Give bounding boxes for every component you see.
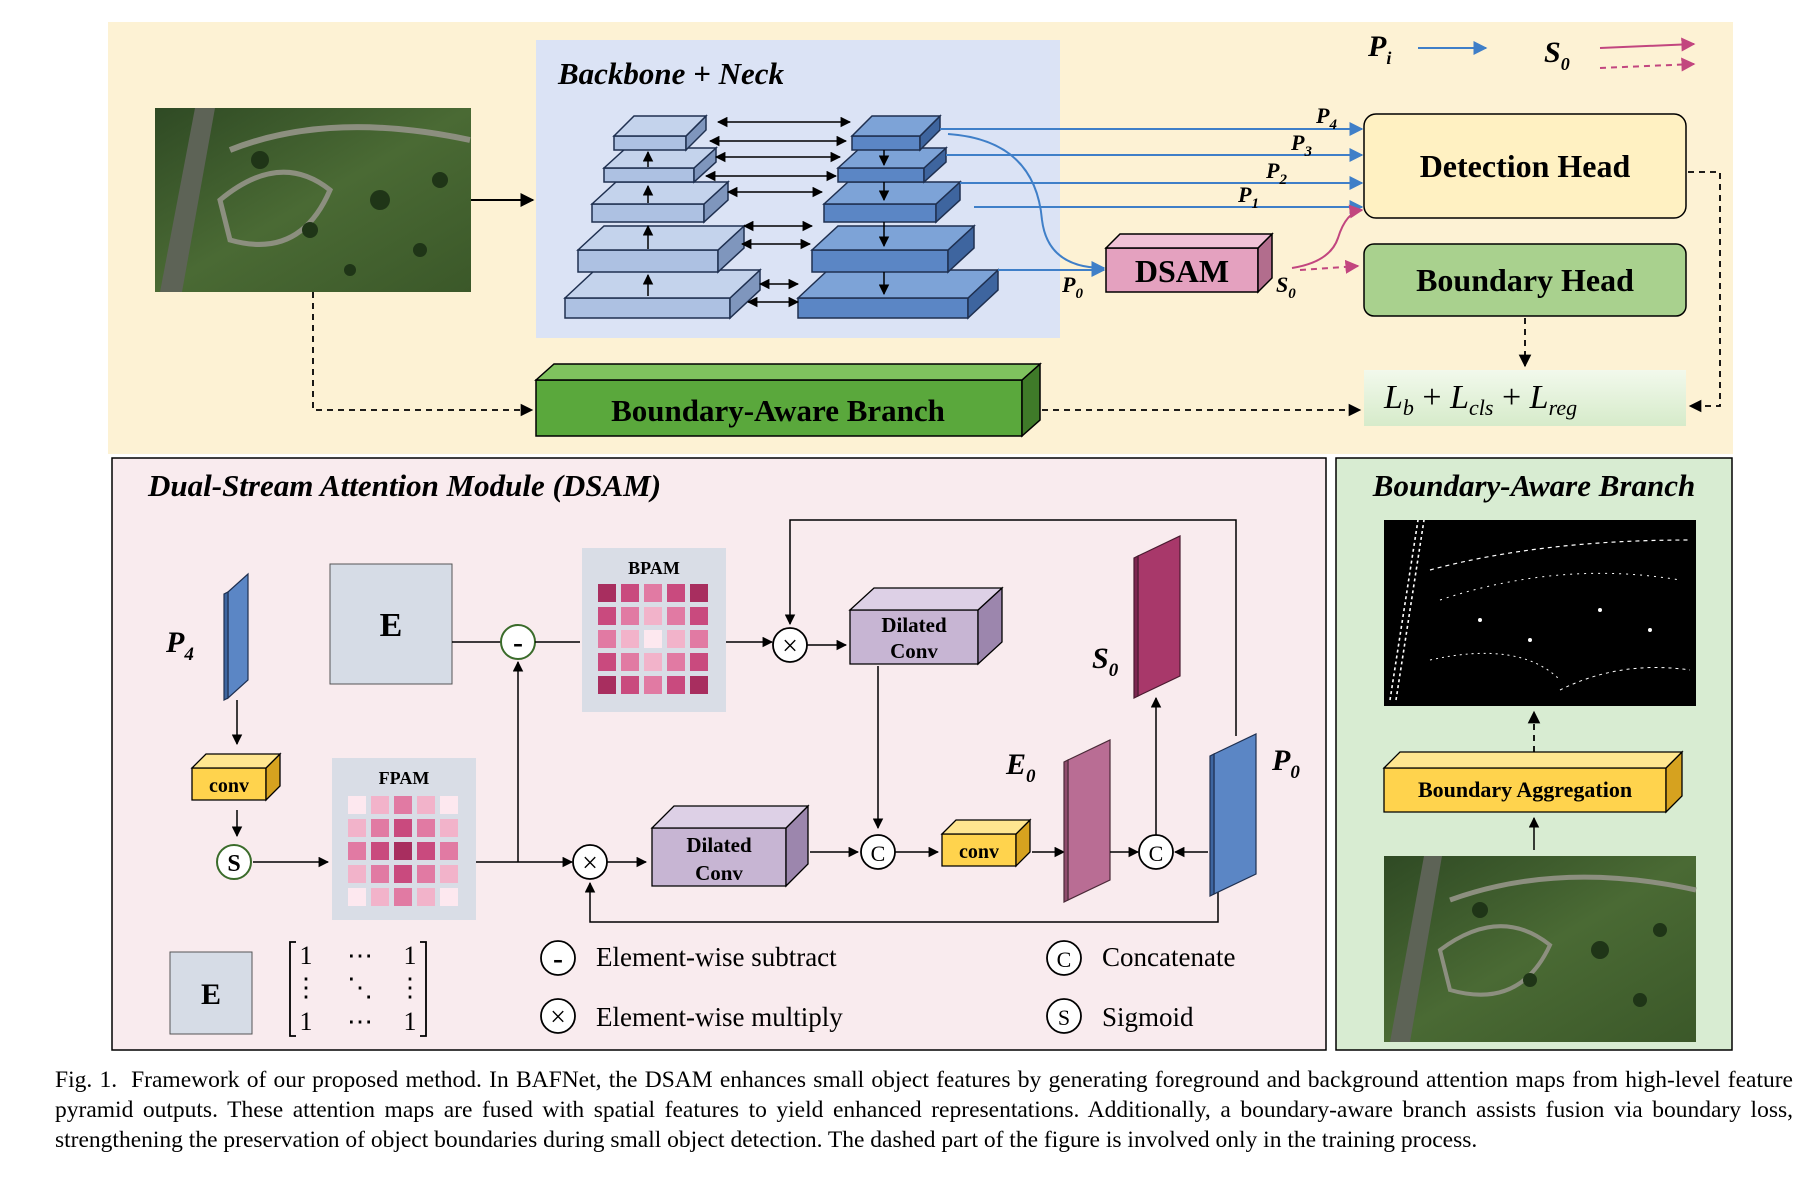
dilated-bottom-line2: Conv <box>695 861 743 885</box>
conv-label-2: conv <box>959 841 999 863</box>
boundary-panel-title: Boundary-Aware Branch <box>1372 468 1695 503</box>
loss-box <box>1364 370 1686 426</box>
e0-feature <box>1063 739 1111 903</box>
p4-label: P4 <box>165 626 194 665</box>
dilated-conv-bottom <box>650 804 810 888</box>
backbone-pyramid <box>563 114 762 320</box>
bpam-grid <box>598 584 708 694</box>
s0-label: S0 <box>1092 642 1119 681</box>
boundary-head-label: Boundary Head <box>1416 262 1634 298</box>
aerial-image-small <box>1384 856 1697 1042</box>
aerial-image <box>155 108 471 292</box>
legend-subtract-icon <box>540 940 576 976</box>
multiply-symbol-bottom: × <box>582 848 598 879</box>
label-p2: P2 <box>1265 158 1287 188</box>
boundary-map <box>1384 519 1696 706</box>
matrix-r2c2: ⋱ <box>347 973 373 1002</box>
caption-text: Framework of our proposed method. In BAF… <box>55 1067 1793 1153</box>
legend-sigmoid-icon <box>1046 998 1082 1034</box>
fpam-grid <box>348 796 458 906</box>
detection-head-label: Detection Head <box>1420 148 1631 184</box>
boundary-aggregation-block <box>1382 750 1684 814</box>
label-s0-top: S0 <box>1276 272 1296 302</box>
legend-pi: Pi <box>1367 30 1391 68</box>
dsam-label: DSAM <box>1135 253 1229 289</box>
matrix-r1c3: 1 <box>404 941 417 970</box>
legend-sigmoid-text: Sigmoid <box>1102 1002 1194 1032</box>
legend-multiply-icon <box>540 998 576 1034</box>
legend-multiply-text: Element-wise multiply <box>596 1002 843 1032</box>
label-p4: P4 <box>1315 103 1337 133</box>
subtract-symbol: - <box>513 626 523 659</box>
legend-s0: S0 <box>1544 36 1570 74</box>
loss-expression: Lb + Lcls + Lreg <box>1383 379 1577 420</box>
matrix-bracket-left <box>289 941 296 1037</box>
figure-caption: Fig. 1.Framework of our proposed method.… <box>55 1065 1793 1155</box>
framework-diagram: Backbone + Neck <box>108 22 1733 1051</box>
legend-concat-icon <box>1046 940 1082 976</box>
legend-subtract-text: Element-wise subtract <box>596 942 837 972</box>
dsam-panel-title: Dual-Stream Attention Module (DSAM) <box>147 468 661 503</box>
s0-feature <box>1133 535 1181 699</box>
p0-label: P0 <box>1271 744 1300 783</box>
e-block-label: E <box>380 607 403 644</box>
label-p3: P3 <box>1290 130 1312 160</box>
neck-pyramid <box>796 114 1000 320</box>
boundary-head <box>1363 243 1687 317</box>
label-p1: P1 <box>1237 182 1259 212</box>
p4-feature <box>223 572 249 701</box>
e-matrix-label: E <box>201 978 221 1011</box>
matrix-r1c2: ⋯ <box>347 941 373 970</box>
backbone-title: Backbone + Neck <box>557 56 785 91</box>
p0-feature <box>1209 733 1257 897</box>
dilated-top-line2: Conv <box>890 639 938 663</box>
sigmoid-node <box>216 844 252 880</box>
caption-label: Fig. 1. <box>55 1067 118 1093</box>
fpam-label: FPAM <box>379 768 430 788</box>
boundary-aggregation-label: Boundary Aggregation <box>1418 777 1632 802</box>
e0-label: E0 <box>1005 748 1036 787</box>
dilated-conv-top <box>848 586 1004 666</box>
legend-concat-symbol: C <box>1057 947 1072 972</box>
boundary-branch-label: Boundary-Aware Branch <box>611 393 945 428</box>
bpam-label: BPAM <box>628 558 680 578</box>
multiply-symbol-top: × <box>782 631 798 662</box>
matrix-r2c3: ⋮ <box>397 973 423 1002</box>
concat-symbol-2: C <box>1149 841 1164 866</box>
e-matrix-block <box>169 951 253 1035</box>
dsam-box <box>1104 232 1274 294</box>
sigmoid-symbol: S <box>227 851 240 877</box>
dilated-bottom-line1: Dilated <box>686 833 752 857</box>
matrix-r3c2: ⋯ <box>347 1007 373 1036</box>
e-block <box>329 563 453 685</box>
conv-block-1 <box>190 752 282 802</box>
matrix-bracket-right <box>420 941 427 1037</box>
legend-concat-text: Concatenate <box>1102 942 1235 972</box>
matrix-r2c1: ⋮ <box>293 973 319 1002</box>
matrix-r3c3: 1 <box>404 1007 417 1036</box>
legend-sigmoid-symbol: S <box>1058 1005 1070 1030</box>
detection-head <box>1363 113 1687 219</box>
matrix-r1c1: 1 <box>300 941 313 970</box>
dilated-top-line1: Dilated <box>881 613 947 637</box>
conv-label-1: conv <box>209 775 249 797</box>
concat-symbol-1: C <box>871 841 886 866</box>
conv-block-2 <box>940 818 1032 868</box>
legend-multiply-symbol: × <box>550 1002 566 1033</box>
label-p0-top: P0 <box>1061 272 1083 302</box>
boundary-branch-bar <box>534 362 1042 438</box>
legend-subtract-symbol: - <box>553 942 563 975</box>
matrix-r3c1: 1 <box>300 1007 313 1036</box>
